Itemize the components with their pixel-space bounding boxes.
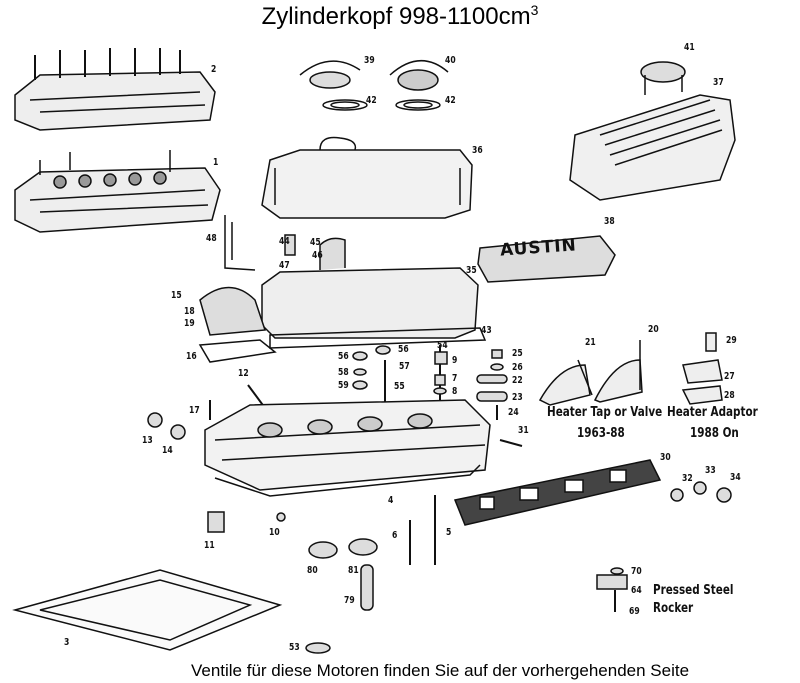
callout-2: 2 <box>211 64 217 75</box>
callout-36: 36 <box>472 145 483 156</box>
callout-48: 48 <box>206 233 217 244</box>
caption-heater-adaptor-years: 1988 On <box>690 426 739 441</box>
washers-nuts <box>147 345 732 654</box>
callout-38: 38 <box>604 216 615 227</box>
callout-6: 6 <box>392 530 398 541</box>
footer-note: Ventile für diese Motoren finden Sie auf… <box>190 661 690 680</box>
callout-12: 12 <box>238 368 249 379</box>
austin-badge-plate <box>477 235 616 283</box>
callout-28: 28 <box>724 390 735 401</box>
callout-37: 37 <box>713 77 724 88</box>
callout-56a: 56 <box>338 351 349 362</box>
callout-59: 59 <box>338 380 349 391</box>
callout-46: 46 <box>312 250 323 261</box>
callout-10: 10 <box>269 527 280 538</box>
callout-31: 31 <box>518 425 529 436</box>
callout-41: 41 <box>684 42 695 53</box>
cylinder-head-main <box>204 399 491 497</box>
callout-8: 8 <box>452 386 458 397</box>
rocker-cover-35 <box>261 234 487 349</box>
callout-14: 14 <box>162 445 173 456</box>
callout-35: 35 <box>466 265 477 276</box>
callout-7: 7 <box>452 373 458 384</box>
callout-39: 39 <box>364 55 375 66</box>
callout-57: 57 <box>399 361 410 372</box>
callout-30: 30 <box>660 452 671 463</box>
callout-24: 24 <box>508 407 519 418</box>
caption-heater-tap-years: 1963-88 <box>577 426 625 441</box>
thermostat-housing <box>198 286 277 363</box>
callout-40: 40 <box>445 55 456 66</box>
callout-29: 29 <box>726 335 737 346</box>
callout-64: 64 <box>631 585 642 596</box>
callout-58: 58 <box>338 367 349 378</box>
manifold-gasket-30 <box>453 459 662 526</box>
callout-42a: 42 <box>366 95 377 106</box>
callout-81: 81 <box>348 565 359 576</box>
callout-16: 16 <box>186 351 197 362</box>
bracket-48 <box>224 215 256 271</box>
caption-heater-adaptor: Heater Adaptor <box>667 405 758 420</box>
callout-17: 17 <box>189 405 200 416</box>
callout-32: 32 <box>682 473 693 484</box>
callout-5: 5 <box>446 527 452 538</box>
callout-56b: 56 <box>398 344 409 355</box>
callout-80: 80 <box>307 565 318 576</box>
callout-15: 15 <box>171 290 182 301</box>
title-text: Zylinderkopf 998-1100cm <box>261 3 531 30</box>
callout-21: 21 <box>585 337 596 348</box>
callout-27: 27 <box>724 371 735 382</box>
callout-26: 26 <box>512 362 523 373</box>
callout-13: 13 <box>142 435 153 446</box>
caption-rocker: Rocker <box>653 601 694 616</box>
cylinder-head-1 <box>14 150 221 233</box>
callout-9: 9 <box>452 355 458 366</box>
callout-69: 69 <box>629 606 640 617</box>
callout-70: 70 <box>631 566 642 577</box>
callout-25: 25 <box>512 348 523 359</box>
callout-33: 33 <box>705 465 716 476</box>
filler-caps <box>299 59 449 111</box>
callout-22: 22 <box>512 375 523 386</box>
callout-79: 79 <box>344 595 355 606</box>
callout-54: 54 <box>437 340 448 351</box>
rocker-cover-37 <box>569 61 736 201</box>
callout-18: 18 <box>184 306 195 317</box>
tray-inner <box>39 579 253 641</box>
cylinder-head-2 <box>14 48 216 131</box>
rocker-cover-36 <box>261 136 473 219</box>
callout-42b: 42 <box>445 95 456 106</box>
callout-4: 4 <box>388 495 394 506</box>
title-superscript: 3 <box>530 2 539 18</box>
caption-pressed-steel: Pressed Steel <box>653 583 734 598</box>
callout-20: 20 <box>648 324 659 335</box>
callout-45: 45 <box>310 237 321 248</box>
callout-55: 55 <box>394 381 405 392</box>
callout-53: 53 <box>289 642 300 653</box>
callout-11: 11 <box>204 540 215 551</box>
callout-1: 1 <box>213 157 219 168</box>
caption-heater-tap: Heater Tap or Valve <box>547 405 663 420</box>
callout-3: 3 <box>64 637 70 648</box>
diagram-title: Zylinderkopf 998-1100cm3 <box>0 2 800 31</box>
callout-19: 19 <box>184 318 195 329</box>
callout-43: 43 <box>481 325 492 336</box>
callout-34: 34 <box>730 472 741 483</box>
callout-44: 44 <box>279 236 290 247</box>
callout-47: 47 <box>279 260 290 271</box>
tray-3 <box>12 569 283 651</box>
heater-taps <box>538 332 723 406</box>
callout-23: 23 <box>512 392 523 403</box>
